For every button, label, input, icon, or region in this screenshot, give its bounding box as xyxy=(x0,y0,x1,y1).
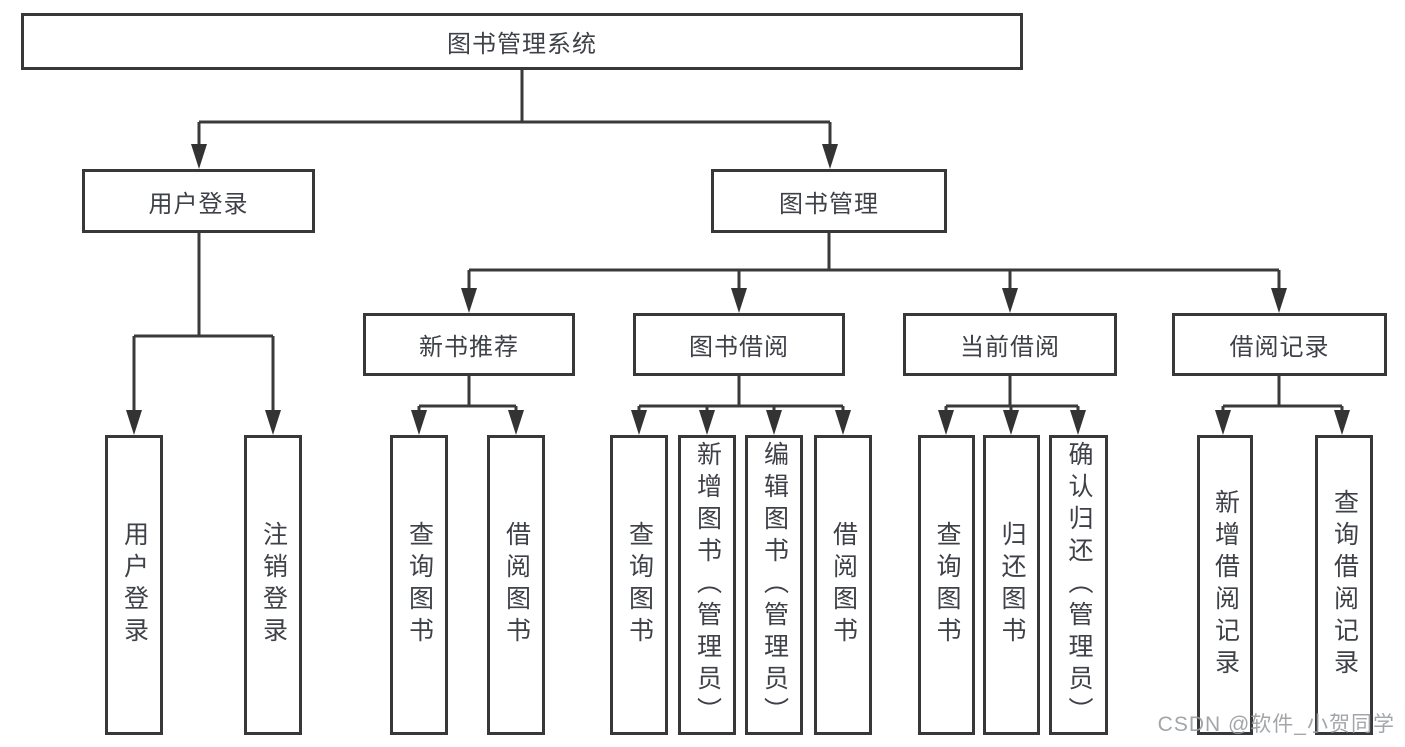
node-borrow-records: 借阅记录 xyxy=(1172,313,1387,376)
leaf-query-books-recommend-label: 查询图书 xyxy=(405,521,434,649)
leaf-logout: 注销登录 xyxy=(244,435,302,735)
leaf-user-login-label: 用户登录 xyxy=(120,521,149,649)
leaf-confirm-return-admin-label: 确认归还（管理员） xyxy=(1065,441,1093,729)
leaf-return-books: 归还图书 xyxy=(983,435,1040,735)
leaf-query-books-current: 查询图书 xyxy=(918,435,975,735)
connector-borrow-records-children xyxy=(1215,376,1350,435)
node-new-book-recommend: 新书推荐 xyxy=(363,313,575,376)
leaf-add-borrow-record: 新增借阅记录 xyxy=(1197,435,1253,735)
leaf-query-books-recommend: 查询图书 xyxy=(390,435,448,735)
node-root-label: 图书管理系统 xyxy=(447,31,597,58)
leaf-borrow-books-recommend-label: 借阅图书 xyxy=(502,521,531,649)
leaf-query-books-current-label: 查询图书 xyxy=(933,521,961,649)
node-user-login: 用户登录 xyxy=(82,169,315,233)
connector-current-borrow-children xyxy=(938,376,1086,435)
leaf-add-borrow-record-label: 新增借阅记录 xyxy=(1211,489,1240,681)
leaf-query-borrow-record: 查询借阅记录 xyxy=(1315,435,1373,735)
connector-root-to-level2 xyxy=(191,70,838,169)
leaf-borrow-books-label: 借阅图书 xyxy=(829,521,858,649)
node-book-management-label: 图书管理 xyxy=(779,190,879,218)
leaf-query-books-borrow-label: 查询图书 xyxy=(625,521,654,649)
leaf-borrow-books: 借阅图书 xyxy=(814,435,872,735)
leaf-user-login: 用户登录 xyxy=(105,435,163,735)
leaf-query-books-borrow: 查询图书 xyxy=(610,435,668,735)
node-user-login-label: 用户登录 xyxy=(148,190,249,218)
node-borrow-records-label: 借阅记录 xyxy=(1229,334,1330,361)
connector-book-borrow-children xyxy=(631,376,851,435)
node-book-borrow: 图书借阅 xyxy=(633,313,845,376)
node-current-borrow: 当前借阅 xyxy=(903,313,1117,376)
leaf-return-books-label: 归还图书 xyxy=(998,521,1026,649)
leaf-borrow-books-recommend: 借阅图书 xyxy=(487,435,545,735)
leaf-confirm-return-admin: 确认归还（管理员） xyxy=(1049,435,1108,735)
node-new-book-recommend-label: 新书推荐 xyxy=(419,334,519,361)
node-root: 图书管理系统 xyxy=(21,13,1023,70)
leaf-query-borrow-record-label: 查询借阅记录 xyxy=(1330,489,1359,681)
leaf-edit-books-admin: 编辑图书（管理员） xyxy=(745,435,803,735)
leaf-add-books-admin: 新增图书（管理员） xyxy=(678,435,736,735)
csdn-watermark: CSDN @软件_小贺同学 xyxy=(1157,713,1395,736)
connector-user-login-children xyxy=(126,232,281,435)
leaf-logout-label: 注销登录 xyxy=(259,521,288,649)
connector-new-book-children xyxy=(411,376,524,435)
leaf-add-books-admin-label: 新增图书（管理员） xyxy=(693,441,722,729)
connector-book-management-children xyxy=(461,232,1287,313)
node-book-borrow-label: 图书借阅 xyxy=(689,334,789,361)
leaf-edit-books-admin-label: 编辑图书（管理员） xyxy=(760,441,789,729)
node-book-management: 图书管理 xyxy=(711,169,947,233)
node-current-borrow-label: 当前借阅 xyxy=(960,334,1060,361)
